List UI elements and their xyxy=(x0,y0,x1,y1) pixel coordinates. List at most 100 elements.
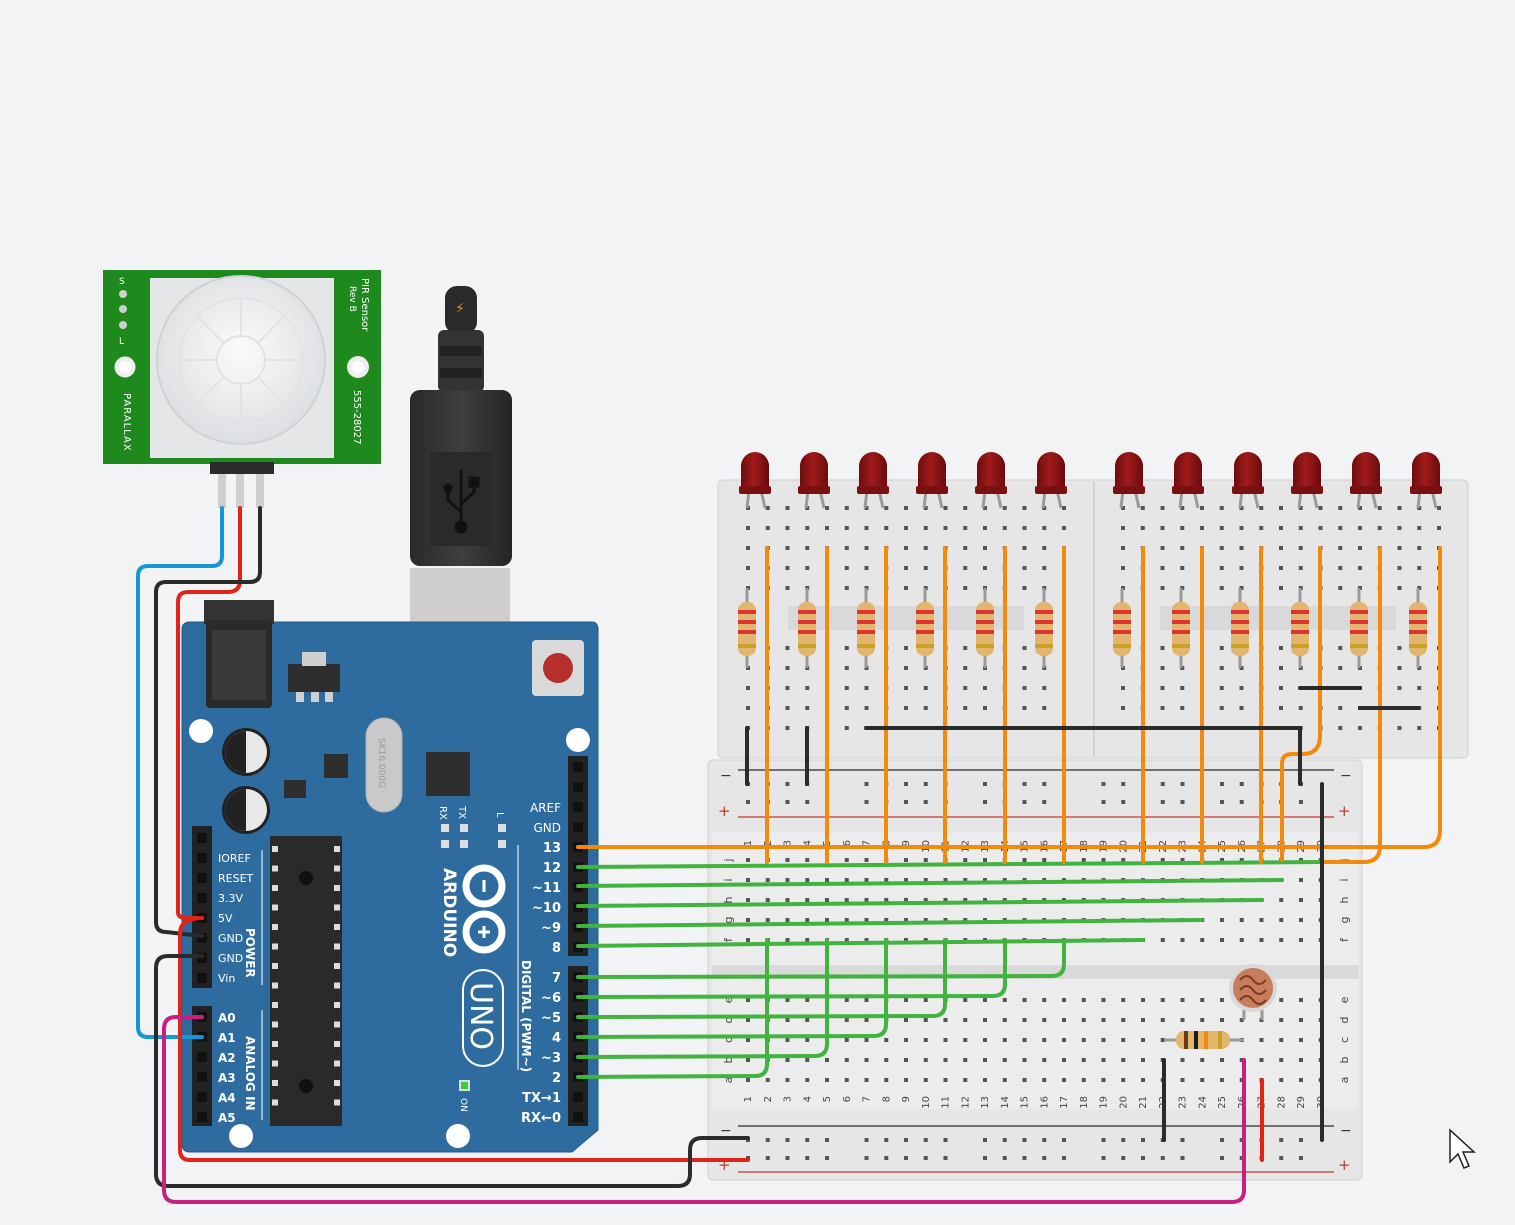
breadboard-hole[interactable] xyxy=(943,1018,948,1022)
breadboard-hole[interactable] xyxy=(1022,546,1027,550)
breadboard-hole[interactable] xyxy=(1101,858,1106,862)
breadboard-hole[interactable] xyxy=(1279,686,1283,690)
breadboard-hole[interactable] xyxy=(746,1058,750,1062)
breadboard-hole[interactable] xyxy=(1279,1078,1284,1082)
breadboard-hole[interactable] xyxy=(805,686,810,690)
breadboard-hole[interactable] xyxy=(1180,858,1185,862)
breadboard-hole[interactable] xyxy=(983,858,987,862)
breadboard-hole[interactable] xyxy=(963,686,968,690)
breadboard-hole[interactable] xyxy=(904,706,908,710)
breadboard-hole[interactable] xyxy=(1200,1058,1205,1062)
wire-black[interactable] xyxy=(864,726,1302,786)
breadboard-hole[interactable] xyxy=(963,1058,968,1062)
breadboard-hole[interactable] xyxy=(1397,686,1402,690)
breadboard-hole[interactable] xyxy=(864,526,869,530)
breadboard-hole[interactable] xyxy=(785,686,790,690)
breadboard-hole[interactable] xyxy=(805,566,810,570)
breadboard-hole[interactable] xyxy=(1121,706,1125,710)
breadboard-hole[interactable] xyxy=(864,938,869,942)
breadboard-hole[interactable] xyxy=(765,878,770,882)
resistor-led[interactable] xyxy=(857,588,875,668)
breadboard-hole[interactable] xyxy=(904,1078,908,1082)
rail-hole[interactable] xyxy=(1141,1156,1145,1160)
breadboard-hole[interactable] xyxy=(963,706,968,710)
wire-green[interactable] xyxy=(576,938,947,1019)
breadboard-hole[interactable] xyxy=(1338,566,1343,570)
breadboard-hole[interactable] xyxy=(1022,566,1027,570)
breadboard-hole[interactable] xyxy=(1160,666,1165,670)
breadboard-hole[interactable] xyxy=(1338,546,1343,550)
breadboard-hole[interactable] xyxy=(1219,566,1224,570)
breadboard-hole[interactable] xyxy=(844,1058,849,1062)
breadboard-hole[interactable] xyxy=(1121,566,1125,570)
breadboard-hole[interactable] xyxy=(1002,526,1007,530)
rail-hole[interactable] xyxy=(904,1138,908,1142)
rail-hole[interactable] xyxy=(1141,1138,1145,1142)
rail-hole[interactable] xyxy=(785,1138,790,1142)
breadboard-hole[interactable] xyxy=(884,1078,889,1082)
breadboard-hole[interactable] xyxy=(1022,526,1027,530)
breadboard-hole[interactable] xyxy=(844,898,849,902)
resistor-led[interactable] xyxy=(1113,588,1131,668)
breadboard-hole[interactable] xyxy=(1299,938,1303,942)
breadboard-hole[interactable] xyxy=(1298,566,1303,570)
breadboard-hole[interactable] xyxy=(1220,938,1224,942)
photoresistor[interactable] xyxy=(1229,964,1277,1020)
breadboard-hole[interactable] xyxy=(1200,526,1204,530)
breadboard-hole[interactable] xyxy=(1141,1038,1145,1042)
breadboard-hole[interactable] xyxy=(765,898,770,902)
breadboard-hole[interactable] xyxy=(785,998,790,1002)
red-led[interactable] xyxy=(1350,452,1382,509)
breadboard-hole[interactable] xyxy=(844,686,849,690)
rail-hole[interactable] xyxy=(1022,800,1027,804)
rail-hole[interactable] xyxy=(884,1138,889,1142)
breadboard-hole[interactable] xyxy=(904,566,908,570)
red-led[interactable] xyxy=(1113,452,1145,509)
breadboard-hole[interactable] xyxy=(1318,506,1323,510)
breadboard-hole[interactable] xyxy=(1397,586,1402,590)
resistor-ldr-pulldown[interactable] xyxy=(1164,1031,1244,1049)
breadboard-hole[interactable] xyxy=(1299,998,1303,1002)
rail-hole[interactable] xyxy=(983,782,987,786)
rail-hole[interactable] xyxy=(1220,782,1224,786)
rail-hole[interactable] xyxy=(1022,1156,1027,1160)
breadboard-hole[interactable] xyxy=(1200,938,1205,942)
breadboard-hole[interactable] xyxy=(746,686,750,690)
rail-hole[interactable] xyxy=(1299,1138,1303,1142)
breadboard-hole[interactable] xyxy=(923,526,928,530)
breadboard-hole[interactable] xyxy=(1160,858,1165,862)
breadboard-hole[interactable] xyxy=(1377,506,1382,510)
breadboard-hole[interactable] xyxy=(1219,526,1224,530)
breadboard-hole[interactable] xyxy=(1279,666,1283,670)
breadboard-hole[interactable] xyxy=(746,938,750,942)
breadboard-hole[interactable] xyxy=(983,566,987,570)
breadboard-hole[interactable] xyxy=(963,526,968,530)
breadboard-hole[interactable] xyxy=(923,706,928,710)
header-socket[interactable] xyxy=(573,1092,583,1102)
resistor-led[interactable] xyxy=(976,588,994,668)
breadboard-hole[interactable] xyxy=(1239,706,1244,710)
breadboard-hole[interactable] xyxy=(864,998,869,1002)
rail-hole[interactable] xyxy=(1101,1138,1106,1142)
breadboard-hole[interactable] xyxy=(983,526,987,530)
wire-green[interactable] xyxy=(576,898,1264,908)
rail-hole[interactable] xyxy=(923,800,928,804)
breadboard-hole[interactable] xyxy=(923,998,928,1002)
header-socket[interactable] xyxy=(197,1072,207,1082)
breadboard-hole[interactable] xyxy=(1101,1058,1106,1062)
rail-hole[interactable] xyxy=(943,1156,948,1160)
breadboard-hole[interactable] xyxy=(1437,526,1441,530)
breadboard-hole[interactable] xyxy=(1141,998,1145,1002)
breadboard-hole[interactable] xyxy=(825,526,829,530)
rail-hole[interactable] xyxy=(1239,1138,1244,1142)
breadboard-hole[interactable] xyxy=(825,1078,829,1082)
breadboard-hole[interactable] xyxy=(904,878,908,882)
breadboard-hole[interactable] xyxy=(963,566,968,570)
header-socket[interactable] xyxy=(573,802,583,812)
rail-hole[interactable] xyxy=(983,1138,987,1142)
rail-hole[interactable] xyxy=(1121,800,1126,804)
resistor-led[interactable] xyxy=(1291,588,1309,668)
breadboard-hole[interactable] xyxy=(884,1058,889,1062)
breadboard-hole[interactable] xyxy=(1180,506,1185,510)
